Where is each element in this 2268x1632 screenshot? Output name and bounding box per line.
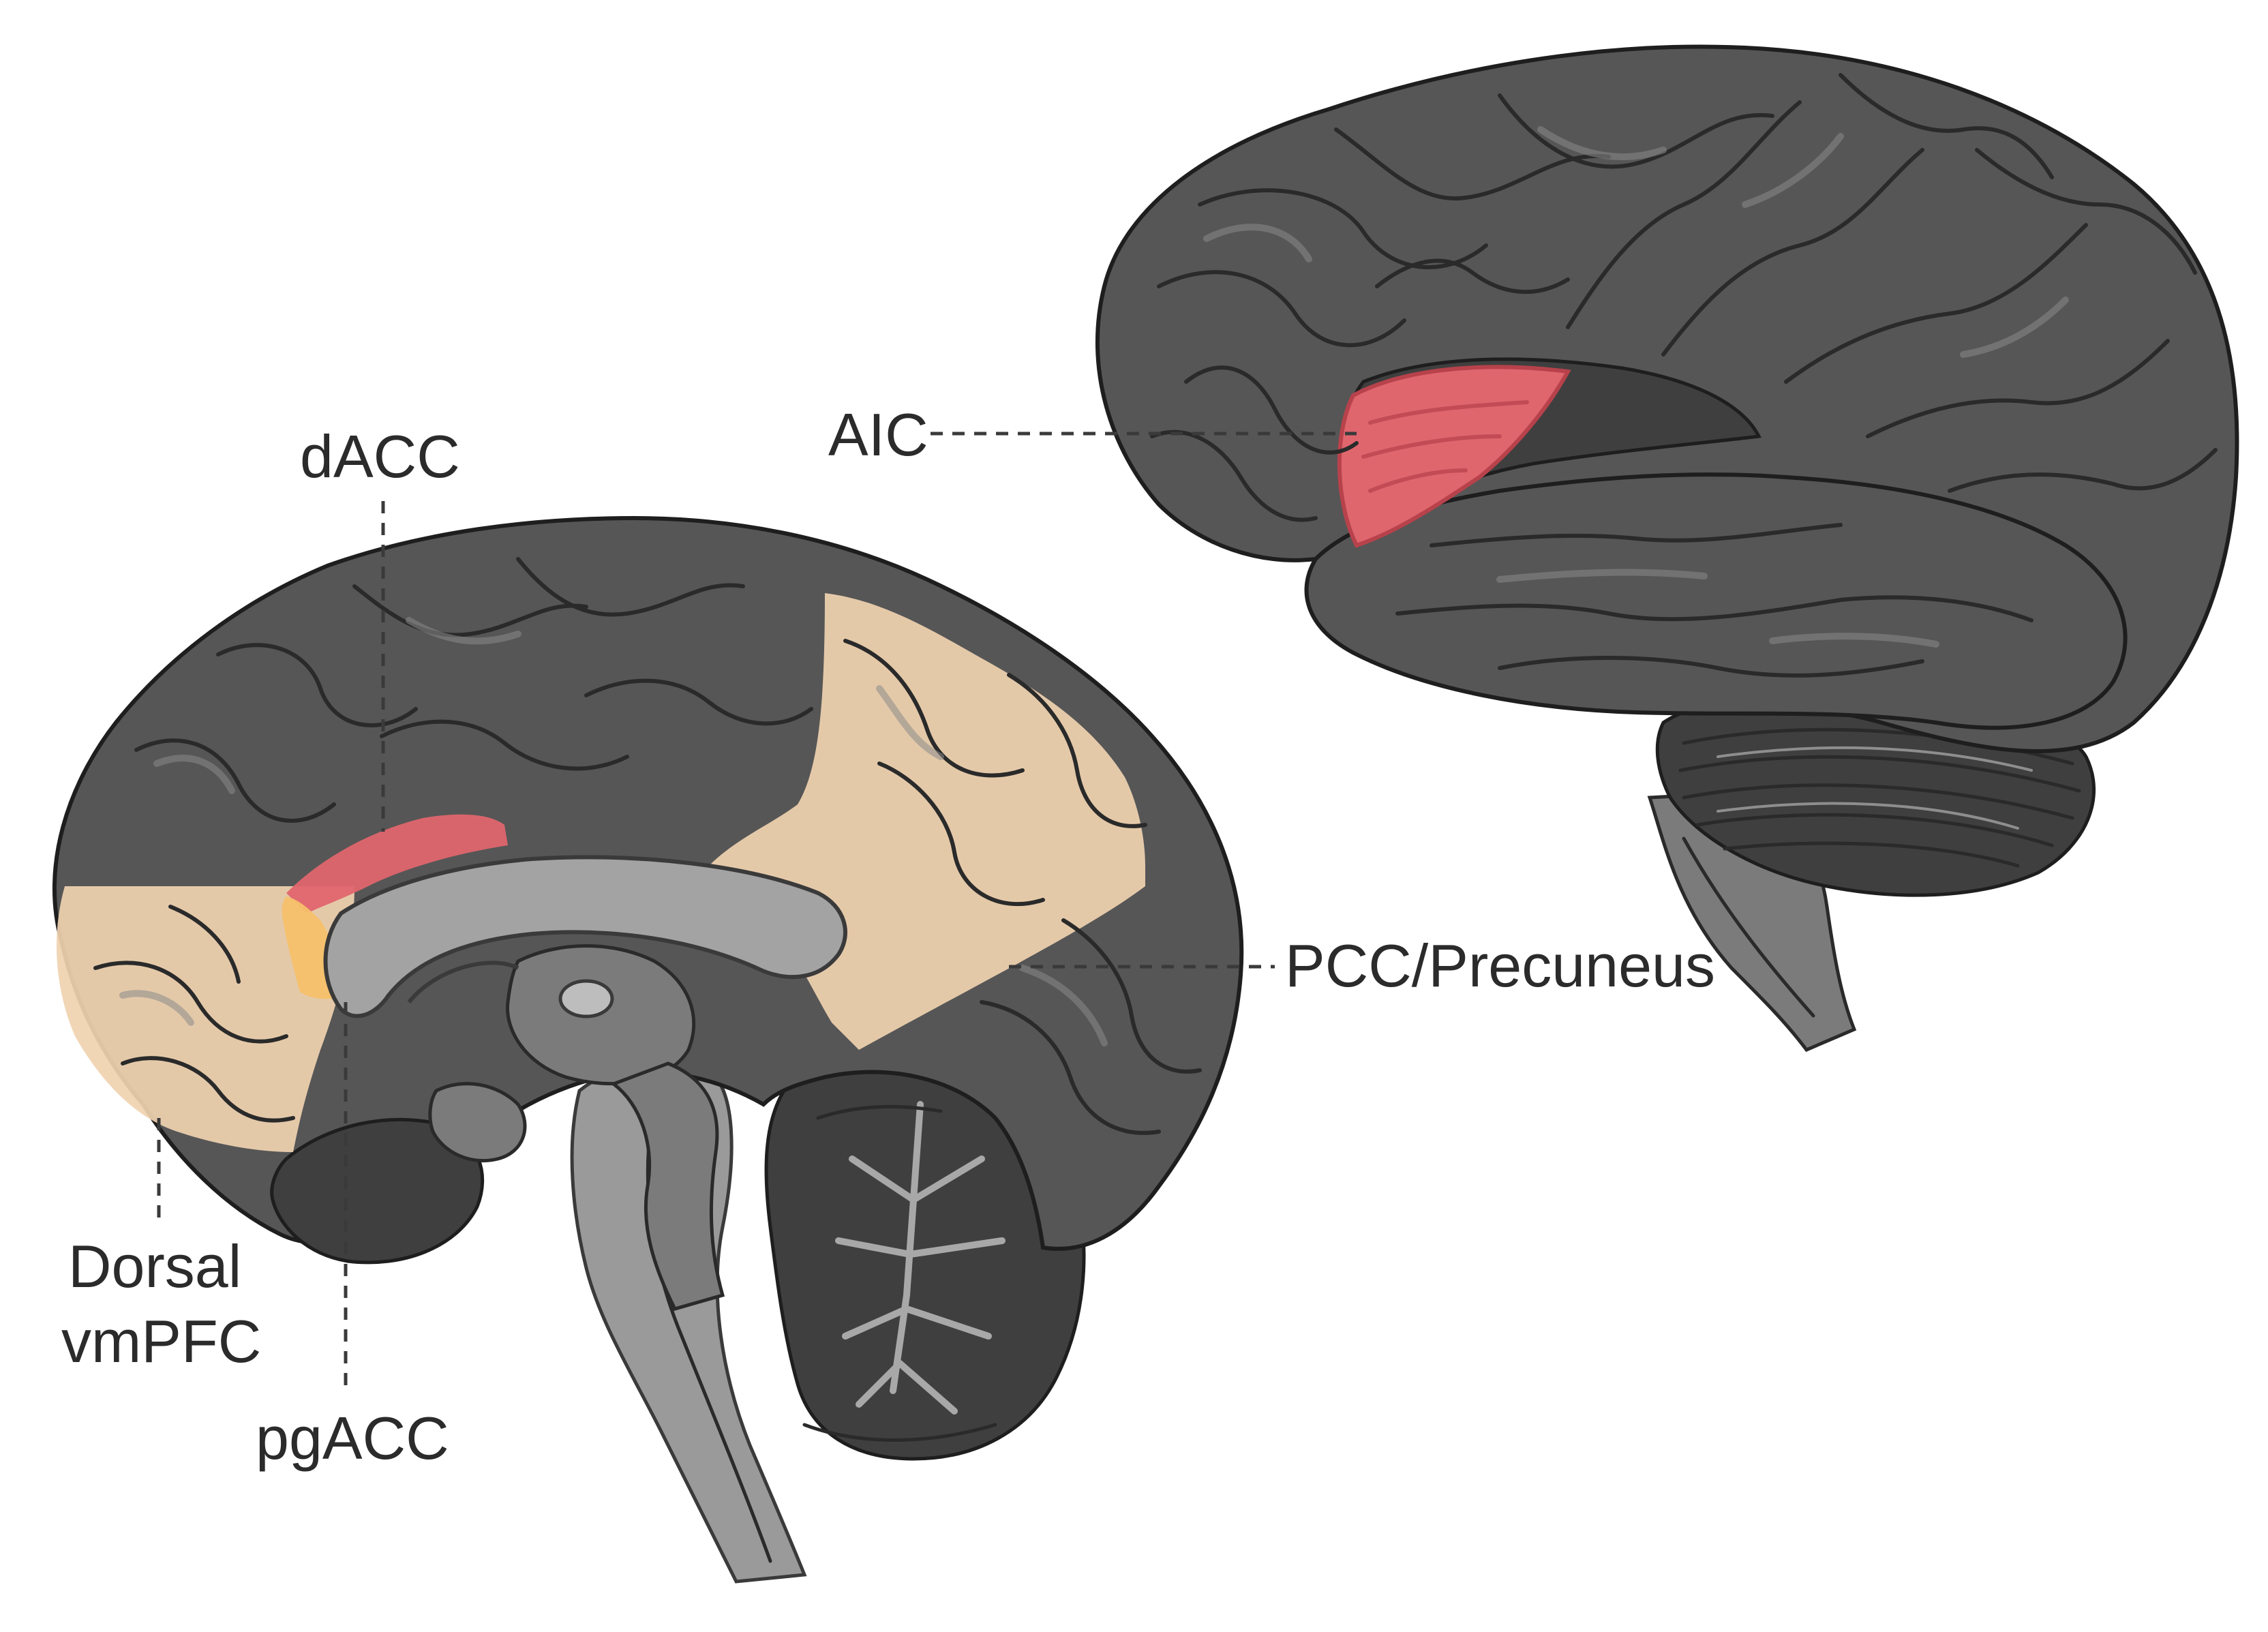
label-pgacc: pgACC <box>256 1404 449 1472</box>
sagittal-brainstem <box>570 1059 807 1584</box>
lateral-gyri <box>1150 73 2218 678</box>
label-dorsal: Dorsal <box>68 1233 241 1300</box>
leader-lines <box>157 432 1357 1391</box>
labels: dACC AIC PCC/Precuneus Dorsal vmPFC pgAC… <box>61 401 1715 1472</box>
sagittal-brain-illustration <box>52 515 1244 1584</box>
dorsal-vmpfc-region <box>57 886 354 1152</box>
sagittal-cerebellum-arbor-vitae <box>802 1101 1006 1442</box>
label-aic: AIC <box>828 401 928 468</box>
dacc-region <box>286 814 508 913</box>
sagittal-gyri <box>93 557 1202 1135</box>
lateral-cerebellum-folia <box>1678 727 2081 868</box>
label-dacc: dACC <box>300 423 460 490</box>
corpus-callosum <box>323 855 847 1018</box>
label-vmpfc: vmPFC <box>61 1308 261 1375</box>
lateral-brain-illustration <box>1095 44 2239 1053</box>
aic-region <box>1337 365 1571 548</box>
label-pcc-precuneus: PCC/Precuneus <box>1285 932 1715 999</box>
